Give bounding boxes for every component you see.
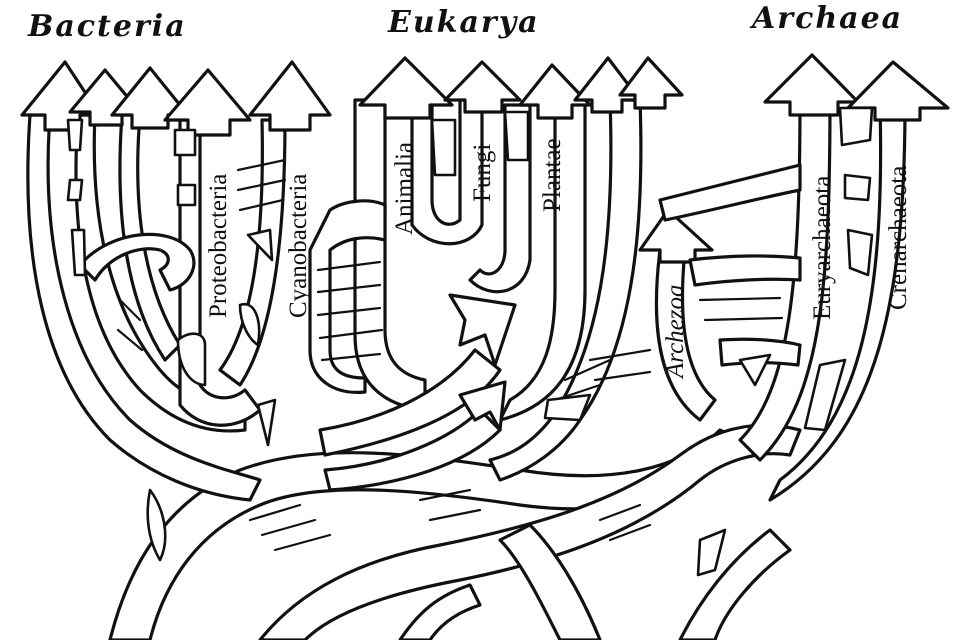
branch-label-fungi: Fungi — [469, 144, 496, 202]
eukarya-clade — [308, 56, 684, 492]
branch-label-archezoa: Archezoa — [662, 285, 689, 381]
domain-label-archaea: Archaea — [749, 1, 903, 36]
archaea-clade — [658, 53, 950, 502]
branch-label-euryarchaeota: Euryarchaeota — [809, 176, 836, 320]
root-trunks — [108, 423, 802, 640]
branch-label-crenarchaeota: Crenarchaeota — [885, 166, 912, 310]
branch-label-animalia: Animalia — [391, 142, 418, 235]
branch-label-proteobacteria: Proteobacteria — [205, 174, 232, 318]
branch-label-plantae: Plantae — [539, 138, 566, 212]
branch-label-cyanobacteria: Cyanobacteria — [285, 174, 312, 318]
bacteria-clade — [20, 60, 332, 502]
domain-label-eukarya: Eukarya — [387, 5, 540, 40]
domain-label-bacteria: Bacteria — [27, 9, 187, 44]
